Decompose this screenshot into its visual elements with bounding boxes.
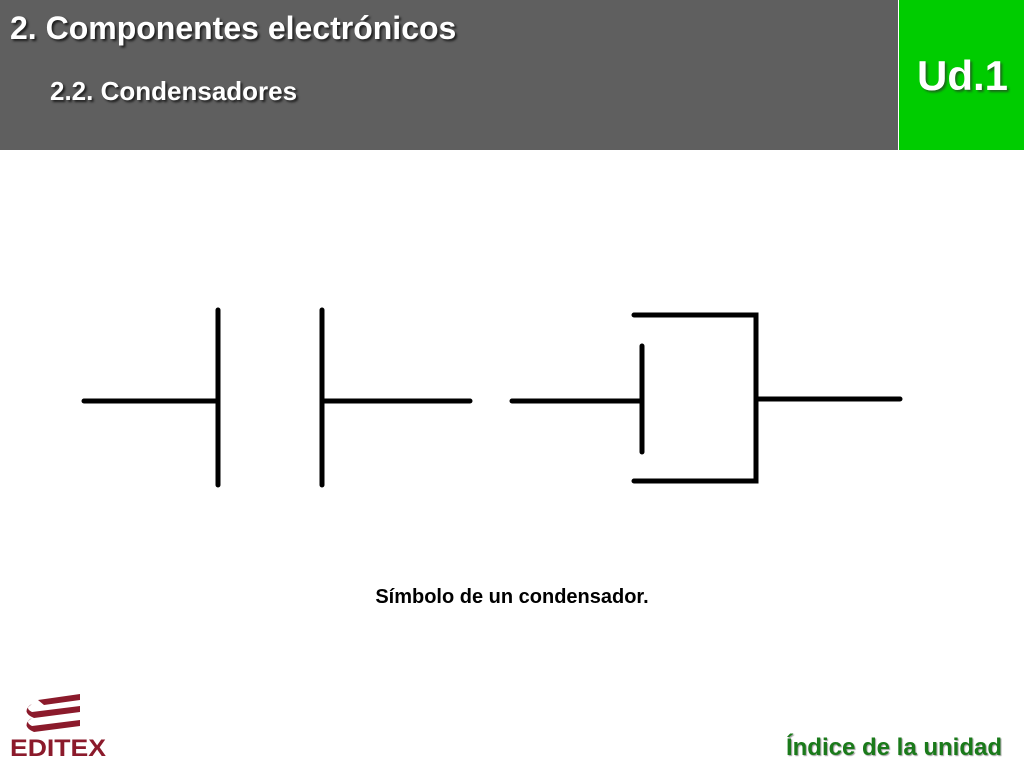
logo-text: EDITEX <box>10 735 106 760</box>
editex-logo: EDITEX <box>8 690 108 765</box>
section-subtitle: 2.2. Condensadores <box>50 76 298 106</box>
capacitor-symbol-icon <box>81 307 473 488</box>
capacitor-symbols-figure <box>81 307 903 488</box>
editex-logo-icon: EDITEX <box>10 694 106 762</box>
figure-caption: Símbolo de un condensador. <box>375 586 649 608</box>
slide-header: 2. Componentes electrónicos 2.2. Condens… <box>0 0 898 150</box>
index-link[interactable]: Índice de la unidad <box>785 734 1002 761</box>
page-title: 2. Componentes electrónicos <box>10 10 457 46</box>
unit-label: Ud.1 <box>916 52 1008 99</box>
electrolytic-capacitor-symbol-icon <box>509 312 903 484</box>
unit-badge: Ud.1 <box>899 0 1024 150</box>
